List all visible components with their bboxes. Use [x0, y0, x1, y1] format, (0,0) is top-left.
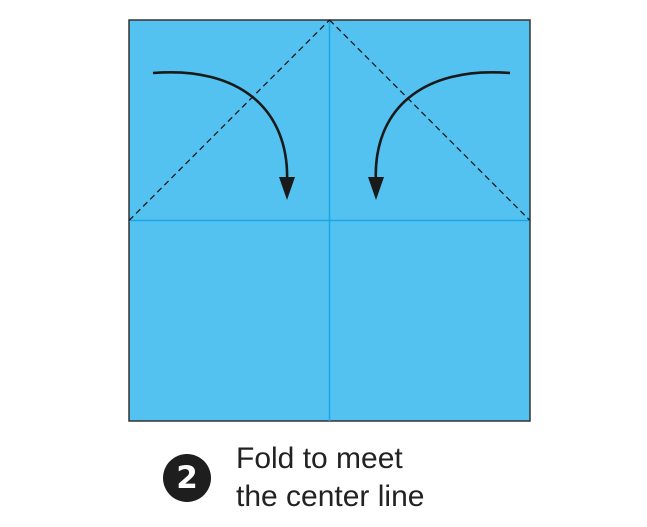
- instruction-line-1: Fold to meet: [236, 442, 403, 475]
- left-arrow-head-icon: [279, 177, 295, 200]
- right-fold-arrow: [374, 70, 511, 184]
- right-valley-fold-line: [329, 19, 531, 221]
- step-instruction: Fold to meet the center line: [236, 440, 424, 516]
- instruction-line-2: the center line: [236, 480, 425, 513]
- right-arrow-head-icon: [368, 177, 384, 200]
- step-number-badge: 2: [163, 454, 211, 502]
- left-valley-fold-line: [128, 19, 330, 221]
- fold-diagram: [128, 19, 531, 422]
- left-fold-arrow: [152, 70, 289, 184]
